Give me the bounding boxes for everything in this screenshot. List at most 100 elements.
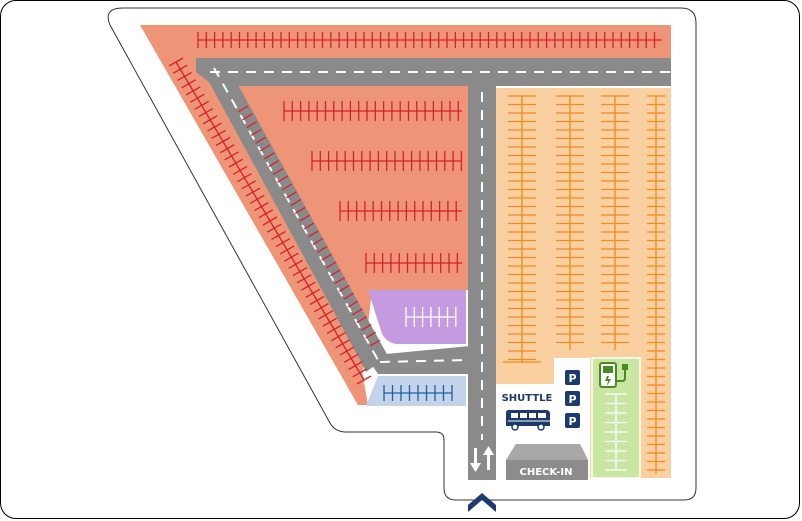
road-bottom-markings xyxy=(379,359,469,363)
red-inner-stall xyxy=(286,191,297,199)
road-bottom xyxy=(366,346,470,374)
red-diagonal-stall xyxy=(305,288,321,298)
red-diagonal-stall xyxy=(202,115,218,125)
svg-text:P: P xyxy=(568,372,576,385)
red-inner-stall xyxy=(255,136,266,144)
red-inner-stall xyxy=(365,331,376,339)
red-diagonal-stall xyxy=(172,64,188,74)
red-diagonal-stall xyxy=(181,79,197,89)
red-inner-stall xyxy=(268,160,280,168)
red-diagonal-stall xyxy=(219,144,235,154)
red-diagonal-stall xyxy=(322,317,338,327)
shuttle-bus-icon xyxy=(506,410,550,431)
red-inner-stall xyxy=(321,253,332,261)
red-diagonal-stall xyxy=(237,173,252,183)
svg-text:P: P xyxy=(568,415,576,428)
red-diagonal-stall xyxy=(258,209,274,219)
red-inner-stall xyxy=(303,222,315,230)
red-diagonal-stall xyxy=(177,71,192,82)
red-diagonal-stall xyxy=(228,158,244,168)
red-diagonal-stall xyxy=(296,274,312,284)
red-diagonal-stall xyxy=(288,259,303,269)
red-inner-stall xyxy=(316,245,328,253)
checkin-building: CHECK-IN xyxy=(506,444,588,480)
red-diagonal-stall xyxy=(309,295,325,306)
red-diagonal-stall xyxy=(249,194,265,204)
red-diagonal-stall xyxy=(339,346,355,356)
red-diagonal-stall xyxy=(318,310,333,320)
red-inner-stall xyxy=(360,323,372,331)
red-diagonal-stall xyxy=(271,230,286,241)
red-diagonal-stall xyxy=(301,281,316,291)
red-inner-stall xyxy=(356,316,368,324)
red-inner-stall xyxy=(338,284,350,292)
parking-sign-icon-2: P xyxy=(565,391,580,406)
red-diagonal-stall xyxy=(348,360,363,371)
red-diagonal-stall xyxy=(313,303,329,313)
stalls-ev xyxy=(605,393,627,471)
red-inner-stall xyxy=(330,269,341,277)
checkin-label: CHECK-IN xyxy=(520,467,573,478)
red-diagonal-stall xyxy=(211,129,227,139)
stalls-red xyxy=(168,32,662,385)
red-inner-stall xyxy=(242,113,253,121)
red-diagonal-stall xyxy=(168,57,184,67)
red-diagonal-stall xyxy=(331,332,346,342)
stalls-purple xyxy=(405,307,457,327)
shuttle-label: SHUTTLE xyxy=(502,393,553,404)
red-inner-stall xyxy=(312,238,324,246)
red-diagonal-stall xyxy=(326,324,342,334)
red-inner-stall xyxy=(246,121,258,129)
red-inner-stall xyxy=(347,300,359,308)
zone-blue xyxy=(366,376,466,406)
red-inner-stall xyxy=(272,167,284,175)
parking-sign-icon-1: P xyxy=(565,370,580,385)
road-center-markings xyxy=(210,67,671,440)
zone-red-lower xyxy=(150,40,368,405)
red-diagonal-stall xyxy=(185,86,201,96)
red-inner-stall xyxy=(334,277,346,285)
red-inner-stall xyxy=(237,105,249,113)
red-inner-stall xyxy=(264,152,275,160)
road-diagonal-markings xyxy=(213,67,379,361)
red-inner-stall xyxy=(352,308,363,316)
red-diagonal-stall xyxy=(215,136,231,147)
red-diagonal-stall xyxy=(194,100,209,110)
red-diagonal-stall xyxy=(245,187,261,197)
red-diagonal-stall xyxy=(292,267,308,277)
stalls-orange xyxy=(503,95,665,474)
red-diagonal-stall xyxy=(190,93,205,103)
red-inner-stall xyxy=(294,206,306,214)
red-inner-stall xyxy=(277,175,288,183)
red-inner-stall xyxy=(281,183,293,191)
red-diagonal-stall xyxy=(279,245,295,255)
svg-text:P: P xyxy=(568,393,576,406)
red-diagonal-stall xyxy=(335,339,350,349)
red-diagonal-stall xyxy=(275,238,291,248)
red-diagonal-stall xyxy=(224,151,239,161)
red-diagonal-stall xyxy=(343,353,359,363)
red-diagonal-stall xyxy=(356,375,372,385)
red-inner-stall xyxy=(299,214,310,222)
red-diagonal-stall xyxy=(262,216,278,226)
red-inner-stall xyxy=(259,144,271,152)
red-diagonal-stall xyxy=(352,368,368,378)
red-inner-stall xyxy=(250,128,262,136)
two-way-arrows-icon xyxy=(470,446,494,472)
red-diagonal-stall xyxy=(198,108,214,118)
red-inner-stall xyxy=(369,339,381,347)
red-diagonal-stall xyxy=(207,122,222,132)
parking-sign-icon-3: P xyxy=(565,413,580,428)
ev-charging-icon xyxy=(599,362,628,388)
red-diagonal-stall xyxy=(254,201,269,212)
red-diagonal-stall xyxy=(241,180,256,190)
red-inner-stall xyxy=(290,199,302,207)
red-inner-stall xyxy=(325,261,337,269)
red-diagonal-stall xyxy=(232,165,248,175)
red-diagonal-stall xyxy=(266,223,282,233)
entrance-chevron-icon xyxy=(468,493,496,512)
red-diagonal-stall xyxy=(284,252,299,262)
red-inner-stall xyxy=(343,292,354,300)
zone-red xyxy=(140,25,671,405)
